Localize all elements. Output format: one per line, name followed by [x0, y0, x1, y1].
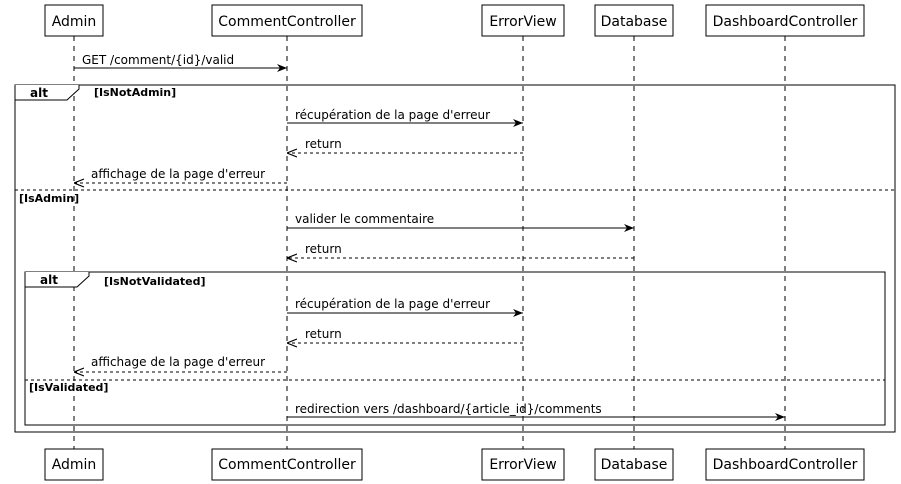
participant-admin-top: Admin	[44, 4, 104, 37]
participant-dashboardcontroller-bottom: DashboardController	[705, 448, 865, 481]
participant-commentcontroller-bottom: CommentController	[211, 448, 363, 481]
alt-fragment-inner	[24, 271, 886, 426]
participant-errorview-top: ErrorView	[481, 4, 565, 37]
message-label: return	[305, 327, 342, 341]
participant-admin-bottom: Admin	[44, 448, 104, 481]
participant-label: CommentController	[218, 457, 356, 473]
alt-guard: [IsValidated]	[29, 381, 108, 394]
message-label: GET /comment/{id}/valid	[82, 53, 234, 67]
participant-label: Admin	[52, 14, 97, 30]
alt-fragment-outer	[14, 84, 896, 433]
message-label: return	[305, 137, 342, 151]
participant-label: Admin	[52, 457, 97, 473]
message-label: récupération de la page d'erreur	[295, 108, 490, 122]
message-label: affichage de la page d'erreur	[91, 167, 265, 181]
participant-label: ErrorView	[489, 14, 556, 30]
alt-guard: [IsNotValidated]	[104, 275, 205, 288]
alt-keyword: alt	[30, 86, 48, 100]
participant-label: Database	[601, 457, 668, 473]
participant-label: DashboardController	[713, 457, 858, 473]
participant-errorview-bottom: ErrorView	[481, 448, 565, 481]
participant-database-top: Database	[594, 4, 674, 37]
participant-label: CommentController	[218, 14, 356, 30]
message-label: affichage de la page d'erreur	[91, 355, 265, 369]
participant-label: ErrorView	[489, 457, 556, 473]
participant-database-bottom: Database	[594, 448, 674, 481]
alt-guard: [IsAdmin]	[19, 192, 79, 205]
alt-guard: [IsNotAdmin]	[94, 86, 176, 99]
participant-dashboardcontroller-top: DashboardController	[705, 4, 865, 37]
participant-commentcontroller-top: CommentController	[211, 4, 363, 37]
message-label: valider le commentaire	[295, 212, 434, 226]
message-label: redirection vers /dashboard/{article_id}…	[295, 402, 602, 416]
participant-label: Database	[601, 14, 668, 30]
alt-fragment-tab	[14, 85, 80, 101]
alt-keyword: alt	[40, 273, 58, 287]
participant-label: DashboardController	[713, 14, 858, 30]
message-label: return	[305, 242, 342, 256]
alt-fragment-tab	[24, 272, 90, 288]
message-label: récupération de la page d'erreur	[295, 297, 490, 311]
